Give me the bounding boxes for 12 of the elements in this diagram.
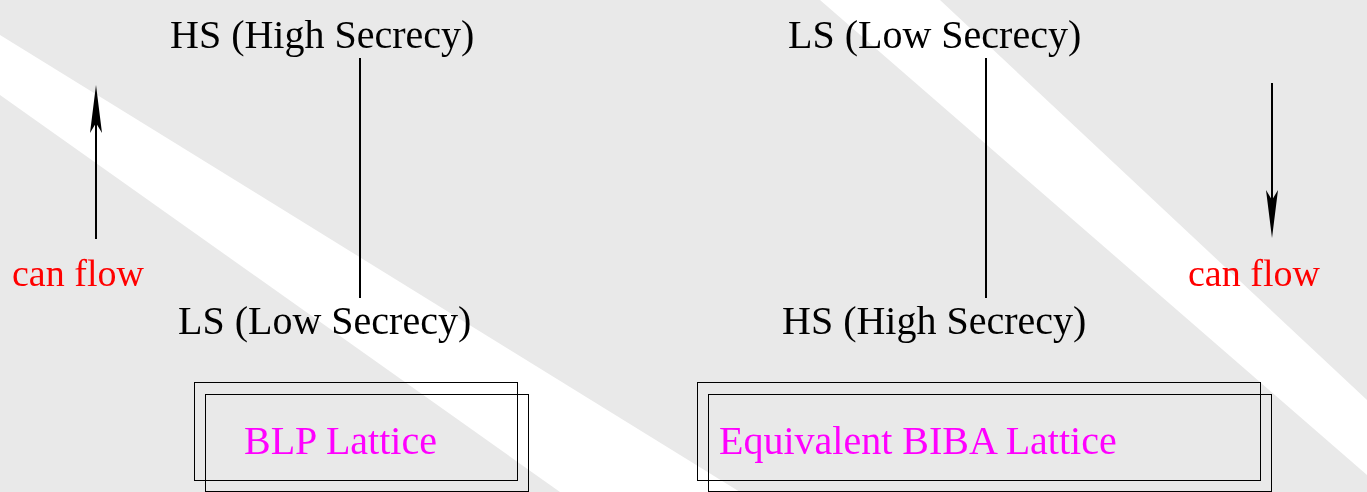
connector-line (985, 57, 987, 299)
connector-line (359, 57, 361, 299)
lattice-frame (194, 382, 529, 492)
flow-label: can flow (1188, 254, 1320, 292)
lattice-title: BLP Lattice (244, 421, 437, 461)
security-level: LS (Low Secrecy) (178, 298, 570, 344)
security-level: HS (High Secrecy) (170, 12, 580, 58)
lattice-frame (697, 382, 1272, 492)
flow-label: can flow (12, 254, 144, 292)
security-level: LS (Low Secrecy) (788, 12, 1182, 58)
lattice-title: Equivalent BIBA Lattice (719, 421, 1117, 461)
security-level: HS (High Secrecy) (782, 298, 1192, 344)
